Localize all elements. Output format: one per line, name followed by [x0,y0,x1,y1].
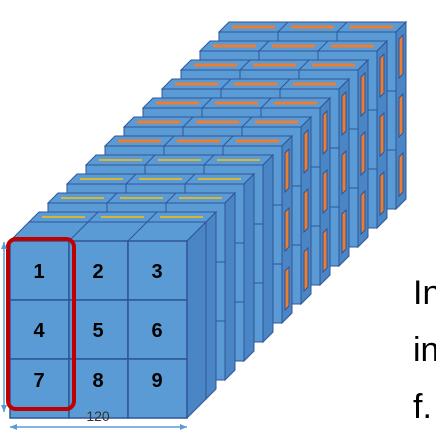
layer-side-accent [379,52,385,99]
highlighted-column-box [6,237,76,411]
layer-side-accent [398,92,404,139]
front-layer-top-divider [68,221,89,242]
layer-top-divider [182,116,194,128]
side-text-line-1: In [413,274,436,312]
cell-1-label: 1 [33,261,44,283]
layer-top-divider [222,135,234,147]
layer-top-divider [87,211,99,223]
height-arrow-top-icon [1,242,7,249]
cell-6 [127,299,188,360]
side-text-line-2: in [413,331,436,369]
cell-5 [68,299,129,360]
cell-6-label: 6 [151,320,162,342]
dimension-arrow-left-icon [10,424,17,430]
layer-side-accent [360,189,366,236]
layer-top-divider [163,135,175,147]
cell-9-label: 9 [151,370,162,392]
layer-side-accent [379,170,385,217]
layer-side-face [224,191,236,382]
layer-side-accent [303,128,309,175]
layer-side-accent [360,130,366,177]
layer-side-accent [341,90,347,137]
cell-5-label: 5 [92,320,103,342]
cell-9 [127,358,188,419]
front-layer-side-face [186,220,207,420]
layer-side-accent [341,149,347,196]
layer-side-accent [322,227,328,274]
layer-top-divider [317,40,329,52]
layer-side-accent [284,265,290,312]
cell-8-label: 8 [92,370,103,392]
layer-top-divider [146,211,158,223]
cell-2 [68,240,129,301]
layer-side-face [205,210,217,401]
layer-side-accent [398,33,404,80]
height-dimension [1,242,7,412]
layer-side-accent [341,208,347,255]
layer-top-divider [239,59,251,71]
cell-4-label: 4 [33,320,45,342]
dimension-arrow-right-icon [180,424,187,430]
layer-top-divider [241,116,253,128]
cell-3 [127,240,188,301]
layer-top-divider [336,21,348,33]
front-layer-top-divider [127,221,148,242]
layer-side-face [243,172,255,363]
side-text-line-3: f. [413,388,432,426]
layer-side-accent [284,147,290,194]
layer-top-divider [277,21,289,33]
layer-top-divider [298,59,310,71]
layer-top-divider [201,97,213,109]
layer-top-divider [125,173,137,185]
layer-top-divider [258,40,270,52]
layer-side-accent [322,109,328,156]
layer-side-accent [303,187,309,234]
layer-top-divider [106,192,118,204]
layer-side-accent [322,168,328,215]
cell-4 [9,299,70,360]
layer-side-accent [398,151,404,198]
front-face-grid: 1 2 3 4 5 6 7 8 9 [9,240,188,419]
layer-side-accent [303,246,309,293]
layer-top-divider [279,78,291,90]
layer-top-divider [220,78,232,90]
layer-top-divider [203,154,215,166]
cell-3-label: 3 [151,261,162,283]
layer-side-accent [284,206,290,253]
layer-top-divider [165,192,177,204]
layer-side-accent [379,111,385,158]
layer-top-divider [260,97,272,109]
height-arrow-bottom-icon [1,405,7,412]
layer-top-divider [184,173,196,185]
layer-side-accent [360,71,366,118]
dimension-label: 120 [86,408,110,424]
cell-7-label: 7 [33,370,44,392]
cell-2-label: 2 [92,261,103,283]
layer-top-divider [144,154,156,166]
width-dimension: 120 [10,408,187,430]
layer-side-face [262,153,274,344]
